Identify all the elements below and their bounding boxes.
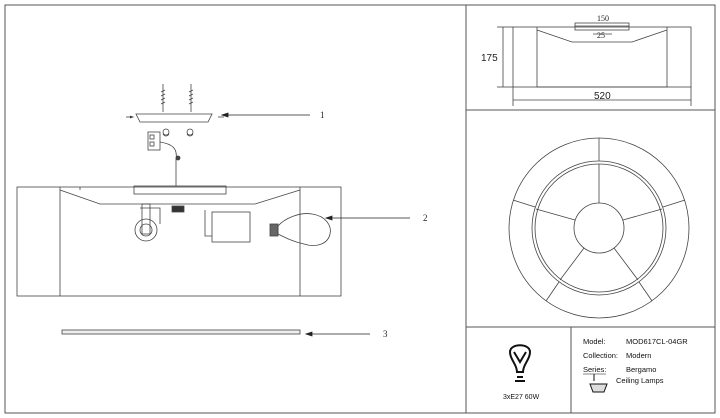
socket-assembly: [134, 203, 185, 242]
bulb-spec: 3xE27 60W: [503, 394, 540, 401]
shade-body: [16, 186, 342, 297]
diffuser-plate: [61, 329, 301, 335]
side-elevation-view: [497, 22, 692, 106]
dim-top-depth: 25: [597, 31, 605, 40]
collection-value: Modern: [626, 351, 651, 360]
light-bulb: [269, 213, 331, 246]
category-value: Ceiling Lamps: [616, 376, 664, 385]
model-value: MOD617CL-04GR: [626, 337, 688, 346]
dim-height: 175: [481, 53, 498, 64]
callout-3: 3: [383, 329, 388, 339]
mounting-screws: [160, 84, 194, 112]
dim-top-width: 150: [597, 14, 609, 23]
model-label: Model:: [583, 337, 606, 346]
callout-2: 2: [423, 213, 428, 223]
series-value: Bergamo: [626, 365, 656, 374]
power-cable: [159, 141, 177, 186]
terminal-block: [147, 131, 161, 151]
mounting-bracket: [126, 113, 224, 123]
exploded-assembly-view: [16, 84, 342, 297]
ceiling-plate: [133, 185, 227, 195]
plan-view: [508, 137, 690, 319]
title-block: 3xE27 60W Model: MOD617CL-04GR Collectio…: [503, 337, 688, 401]
ceiling-lamp-icon: [589, 374, 608, 393]
sheet-frame: [4, 4, 716, 414]
dim-width: 520: [594, 91, 611, 102]
lamp-holder: [204, 210, 251, 243]
callout-leaders: [220, 112, 410, 337]
bulb-icon: [508, 344, 532, 382]
collection-label: Collection:: [583, 351, 618, 360]
callout-1: 1: [320, 110, 325, 120]
wire-connectors: [162, 128, 194, 137]
series-label: Series:: [583, 365, 606, 374]
